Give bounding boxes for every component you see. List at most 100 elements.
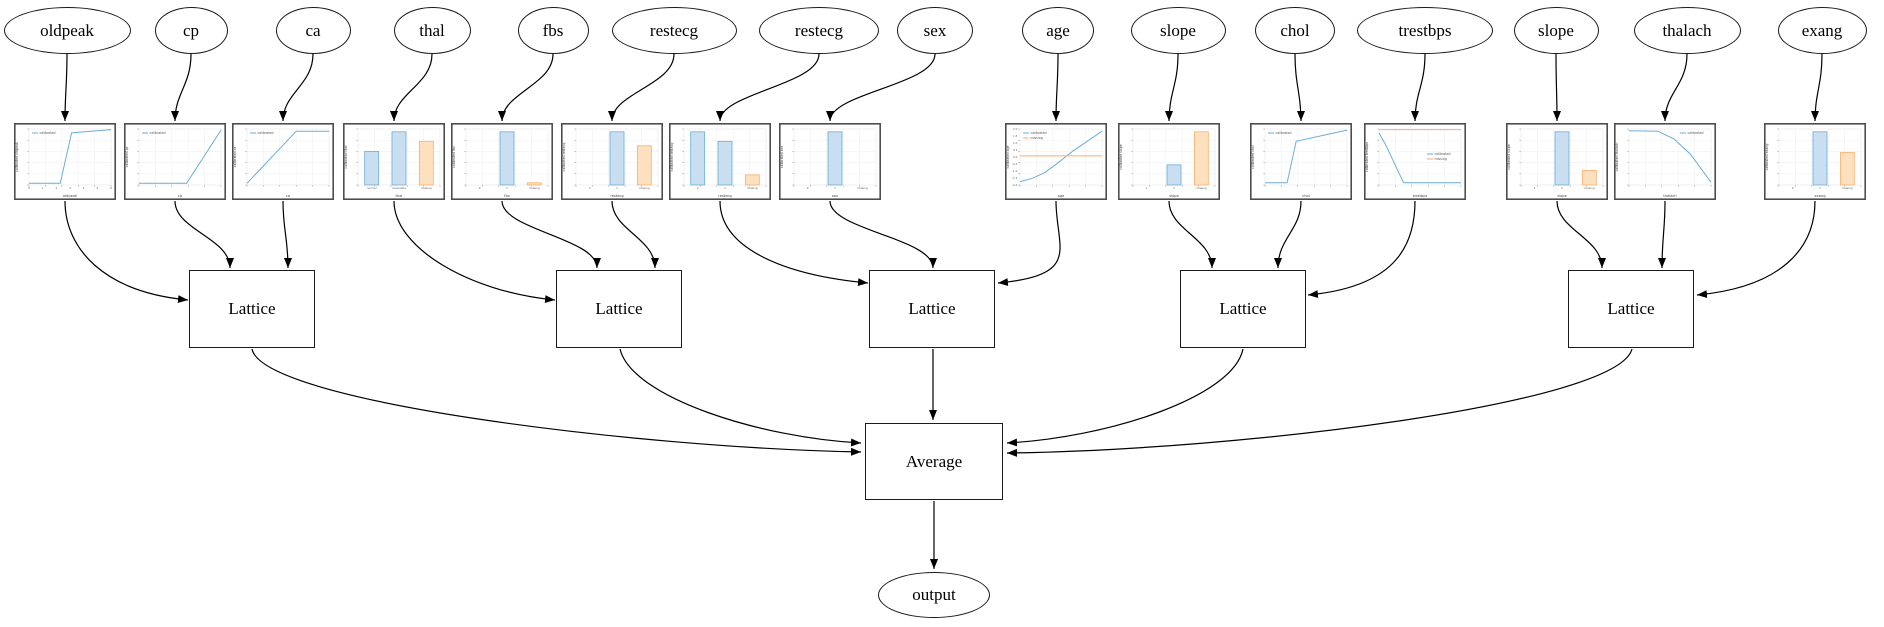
feature-node-slope-12: slope (1513, 7, 1599, 54)
svg-text:1: 1 (506, 186, 508, 190)
svg-text:calibrated thalach: calibrated thalach (1615, 143, 1619, 172)
edge-chart-to-lattice-4-2 (1696, 200, 1816, 299)
svg-text:6: 6 (110, 186, 112, 190)
svg-text:exang: exang (1814, 194, 1825, 198)
svg-text:chol: chol (1302, 194, 1309, 198)
svg-text:cp: cp (178, 194, 183, 198)
feature-node-age-8: age (1022, 7, 1094, 54)
svg-text:2: 2 (1173, 186, 1175, 190)
svg-text:calibrated: calibrated (1688, 131, 1704, 135)
feature-node-restecg-6: restecg (759, 7, 879, 54)
svg-text:1: 1 (1819, 186, 1821, 190)
svg-text:-2.0: -2.0 (1012, 183, 1018, 187)
lattice-node-1: Lattice (189, 270, 315, 348)
calibrator-chart-thalach-13: calibrated thalach thalach calibrated (1614, 123, 1716, 200)
feature-node-trestbps-11: trestbps (1357, 7, 1493, 54)
calibrator-plot: calibrated sex sex 0 1 missing (779, 123, 881, 200)
feature-node-oldpeak-0: oldpeak (3, 7, 131, 54)
output-node: output (878, 572, 990, 618)
svg-text:0: 0 (479, 186, 481, 190)
edge-feature-to-chart-sex-7 (826, 53, 936, 122)
edge-lattice-to-average-2 (619, 348, 862, 447)
svg-text:missing: missing (1584, 186, 1595, 190)
edge-feature-to-chart-restecg-6 (716, 53, 820, 122)
svg-text:calibrated age: calibrated age (1006, 145, 1010, 168)
svg-text:calibrated thal: calibrated thal (344, 145, 348, 168)
svg-text:0.5: 0.5 (1013, 148, 1018, 152)
calibrator-chart-sex-7: calibrated sex sex 0 1 missing (779, 123, 881, 200)
edge-lattice-to-average-5 (1006, 348, 1633, 457)
svg-text:1.5: 1.5 (1013, 134, 1018, 138)
svg-text:calibrated: calibrated (40, 131, 56, 135)
svg-text:oldpeak: oldpeak (63, 194, 78, 198)
svg-text:1: 1 (834, 186, 836, 190)
edge-chart-to-lattice-3-2 (1307, 200, 1416, 299)
svg-text:1: 1 (1534, 186, 1536, 190)
edge-feature-to-chart-trestbps-11 (1411, 53, 1426, 122)
svg-text:thalach: thalach (1663, 194, 1676, 198)
svg-text:missing: missing (639, 186, 650, 190)
calibrator-plot: calibrated ageage2.01.51.00.50.0-0.5-1.0… (1005, 123, 1107, 200)
svg-text:trestbps: trestbps (1413, 194, 1428, 198)
svg-text:calibrated sex: calibrated sex (780, 146, 784, 169)
svg-text:missing: missing (747, 186, 758, 190)
edge-feature-to-chart-thalach-13 (1661, 53, 1688, 122)
calibrator-plot: calibrated trestbps trestbps calibratedmis… (1364, 123, 1466, 200)
svg-text:age: age (1058, 194, 1065, 198)
svg-text:restecg: restecg (718, 194, 731, 198)
feature-node-restecg-5: restecg (611, 7, 737, 54)
feature-node-ca-2: ca (275, 7, 351, 54)
svg-text:0: 0 (589, 186, 591, 190)
svg-text:calibrated ca: calibrated ca (233, 147, 237, 168)
edge-chart-to-lattice-4-1 (1658, 200, 1667, 269)
svg-text:calibrated: calibrated (258, 131, 274, 135)
svg-text:calibrated: calibrated (1435, 152, 1451, 156)
edge-feature-to-chart-chol-10 (1294, 53, 1305, 122)
svg-text:1: 1 (616, 186, 618, 190)
svg-text:sex: sex (832, 194, 839, 198)
svg-text:calibrated trestbps: calibrated trestbps (1365, 142, 1369, 172)
edge-feature-to-chart-cp-1 (171, 53, 192, 122)
edge-chart-to-lattice-0-2 (282, 200, 292, 269)
svg-text:missing: missing (1842, 186, 1853, 190)
feature-node-chol-10: chol (1255, 7, 1335, 54)
svg-text:0: 0 (1792, 186, 1794, 190)
svg-text:missing: missing (857, 186, 868, 190)
edge-chart-to-lattice-1-1 (501, 200, 601, 269)
svg-text:0: 0 (807, 186, 809, 190)
svg-text:missing: missing (1031, 136, 1043, 140)
svg-text:calibrated slope: calibrated slope (1507, 144, 1511, 170)
svg-text:normal: normal (367, 186, 377, 190)
edge-feature-to-chart-exang-14 (1811, 53, 1823, 122)
svg-text:1: 1 (1146, 186, 1148, 190)
svg-text:2: 2 (55, 186, 57, 190)
edge-feature-to-chart-restecg-5 (608, 53, 675, 122)
feature-node-thalach-13: thalach (1633, 7, 1741, 54)
svg-text:2: 2 (1561, 186, 1563, 190)
feature-node-fbs-4: fbs (517, 7, 589, 54)
svg-text:missing: missing (421, 186, 432, 190)
edge-feature-to-chart-ca-2 (279, 53, 314, 122)
svg-text:calibrated: calibrated (1031, 131, 1047, 135)
edge-chart-to-lattice-0-0 (64, 200, 189, 304)
lattice-node-5: Lattice (1568, 270, 1694, 348)
svg-text:5: 5 (96, 186, 98, 190)
svg-text:missing: missing (1435, 157, 1447, 161)
svg-text:calibrated cp: calibrated cp (125, 147, 129, 168)
svg-text:missing: missing (1196, 186, 1207, 190)
svg-text:-0.5: -0.5 (1012, 162, 1018, 166)
edge-chart-to-lattice-0-1 (174, 200, 234, 269)
